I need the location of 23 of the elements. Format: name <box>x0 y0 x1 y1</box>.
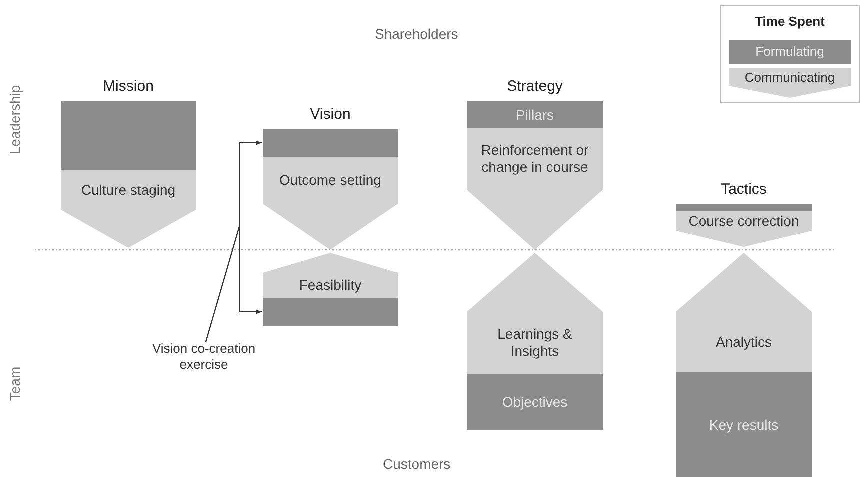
axis-label: Customers <box>383 456 451 472</box>
bar-text: Pillars <box>516 106 554 122</box>
legend-title: Time Spent <box>754 14 826 29</box>
shape-text: Reinforcement or change in course <box>480 142 590 176</box>
axis-label: Shareholders <box>375 26 458 42</box>
column-heading: Strategy <box>506 77 564 97</box>
column-heading: Tactics <box>720 180 768 200</box>
bar-text: Objectives <box>502 394 568 410</box>
legend-text: Communicating <box>744 69 836 87</box>
column-heading: Vision <box>309 105 352 125</box>
shape-text: Analytics <box>716 334 772 350</box>
callout-text: Vision co-creation exercise <box>148 341 260 372</box>
shape-text: Feasibility <box>299 277 362 294</box>
shape-text: Course correction <box>688 212 800 230</box>
axis-label: Leadership <box>7 84 23 157</box>
legend-text: Formulating <box>756 43 824 61</box>
bar-text: Key results <box>709 416 779 432</box>
axis-label: Team <box>7 366 23 404</box>
shape-text: Learnings & Insights <box>497 326 573 360</box>
column-heading: Mission <box>102 77 155 97</box>
shape-text: Outcome setting <box>280 172 382 189</box>
leader-arrow <box>206 224 262 342</box>
shape-text: Culture staging <box>81 182 176 198</box>
